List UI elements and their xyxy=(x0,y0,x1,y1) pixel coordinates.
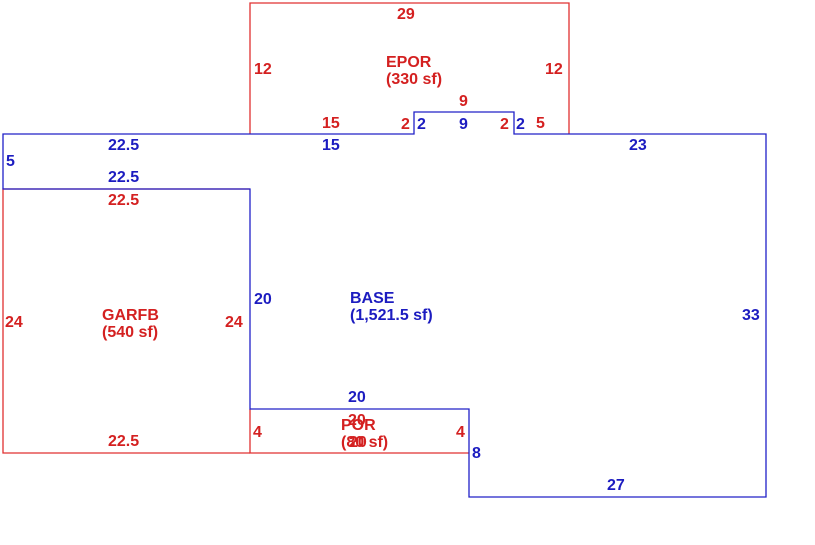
base-left-dimension: 5 xyxy=(6,153,15,170)
garfb-top-dimension: 22.5 xyxy=(108,192,139,209)
base-porch-edge-dimension: 20 xyxy=(348,389,366,406)
base-bottom-dimension: 27 xyxy=(607,477,625,494)
garfb-code-label: GARFB xyxy=(102,307,159,324)
garfb-left-dimension: 24 xyxy=(5,314,23,331)
por-right-dimension: 4 xyxy=(456,424,465,441)
por-bottom-dimension: 20 xyxy=(349,434,367,451)
por-area-label: (80 sf) xyxy=(341,434,388,451)
epor-bottom-left-dimension: 15 xyxy=(322,115,340,132)
base-outline xyxy=(2,111,767,498)
garfb-bottom-dimension: 22.5 xyxy=(108,433,139,450)
base-top-mid-dimension: 15 xyxy=(322,137,340,154)
epor-top-dimension: 29 xyxy=(397,6,415,23)
epor-jog-right-dimension: 2 xyxy=(500,116,509,133)
epor-jog-left-dimension: 2 xyxy=(401,116,410,133)
por-left-dimension: 4 xyxy=(253,424,262,441)
base-right-dimension: 33 xyxy=(742,307,760,324)
base-jog-left-dimension: 2 xyxy=(417,116,426,133)
base-area-label: (1,521.5 sf) xyxy=(350,307,433,324)
garfb-area-label: (540 sf) xyxy=(102,324,158,341)
epor-outline xyxy=(249,2,570,134)
epor-left-dimension: 12 xyxy=(254,61,272,78)
base-garage-edge-dimension: 22.5 xyxy=(108,169,139,186)
por-code-label: POR xyxy=(341,417,376,434)
epor-bottom-right-dimension: 5 xyxy=(536,115,545,132)
base-top-left-dimension: 22.5 xyxy=(108,137,139,154)
epor-code-label: EPOR xyxy=(386,54,432,71)
base-jog-top-dimension: 9 xyxy=(459,116,468,133)
garfb-right-dimension: 24 xyxy=(225,314,243,331)
epor-jog-top-dimension: 9 xyxy=(459,93,468,110)
base-top-right-dimension: 23 xyxy=(629,137,647,154)
base-inner-left-dimension: 20 xyxy=(254,291,272,308)
epor-area-label: (330 sf) xyxy=(386,71,442,88)
epor-right-dimension: 12 xyxy=(545,61,563,78)
por-outline xyxy=(249,409,469,454)
por-top-dimension: 20 xyxy=(348,412,366,429)
base-step-dimension: 8 xyxy=(472,445,481,462)
base-jog-right-dimension: 2 xyxy=(516,116,525,133)
base-code-label: BASE xyxy=(350,290,395,307)
